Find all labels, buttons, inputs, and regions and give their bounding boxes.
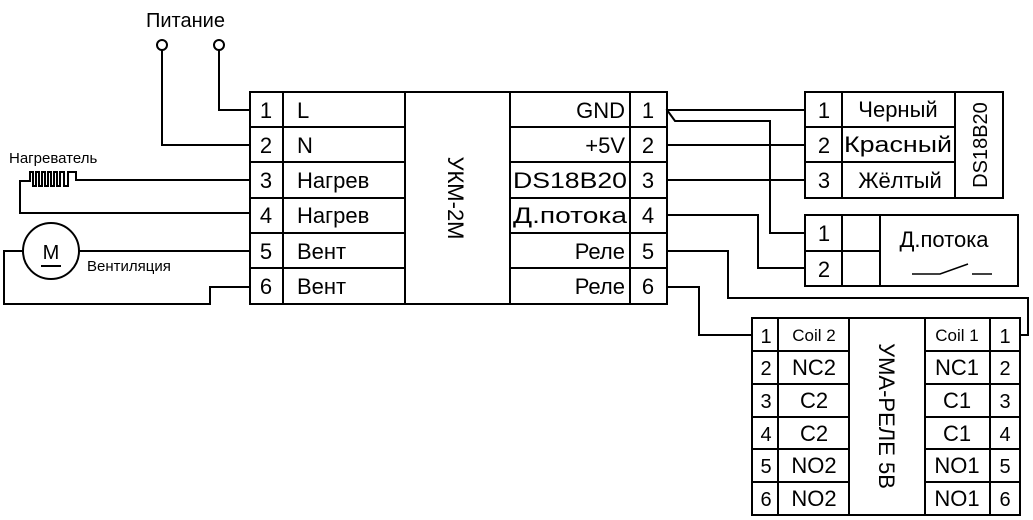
ukm-right-pin-label: Реле xyxy=(575,239,625,264)
uma-block xyxy=(751,317,1021,516)
uma-left-pin-label: NC2 xyxy=(792,355,836,380)
ds18b20-pin-label: Жёлтый xyxy=(858,168,942,193)
uma-right-pin-num: 1 xyxy=(999,326,1010,348)
ukm-left-pin-num: 2 xyxy=(260,133,272,158)
wire-gnd-flow xyxy=(665,108,806,234)
ukm-left-pin-label: N xyxy=(297,133,313,158)
ukm-left-pins: 1 L 2 N 3 Нагрев 4 Нагрев 5 Вент 6 Вент xyxy=(260,98,369,299)
uma-right-pin-num: 6 xyxy=(999,489,1010,511)
ds18b20-pin-num: 3 xyxy=(818,168,830,193)
uma-right-pin-label: NO1 xyxy=(934,486,979,511)
uma-left-pin-num: 4 xyxy=(760,424,771,446)
ukm-block xyxy=(249,91,668,305)
wire-fan-2 xyxy=(3,250,251,305)
uma-left-pin-num: 6 xyxy=(760,489,771,511)
uma-right-pin-label: C1 xyxy=(943,421,971,446)
wire-power-n xyxy=(161,49,251,146)
ukm-right-pin-num: 5 xyxy=(642,239,654,264)
ukm-right-pins: GND 1 +5V 2 DS18B20 3 Д.потока 4 Реле 5 … xyxy=(513,98,654,299)
ukm-left-pin-num: 6 xyxy=(260,274,272,299)
ukm-left-pin-label: L xyxy=(297,98,309,123)
motor-symbol: M xyxy=(43,242,60,264)
ukm-left-pin-num: 4 xyxy=(260,203,272,228)
uma-left-pin-num: 3 xyxy=(760,391,771,413)
uma-left-pin-num: 2 xyxy=(760,358,771,380)
uma-right-pin-num: 2 xyxy=(999,358,1010,380)
power-terminal-l xyxy=(213,39,225,51)
uma-right-pin-label: C1 xyxy=(943,388,971,413)
flow-sensor-pin-num: 2 xyxy=(818,257,830,282)
heater-label: Нагреватель xyxy=(9,150,97,167)
uma-left-pin-label: C2 xyxy=(800,421,828,446)
uma-left-pin-num: 5 xyxy=(760,456,771,478)
ukm-right-pin-label: Д.потока xyxy=(513,203,628,228)
uma-left-pin-num: 1 xyxy=(760,326,771,348)
uma-right-pin-num: 5 xyxy=(999,456,1010,478)
uma-left-pin-label: NO2 xyxy=(791,486,836,511)
ukm-left-pin-label: Вент xyxy=(297,274,346,299)
uma-title: УМА-РЕЛЕ 5В xyxy=(874,343,899,489)
ds18b20-pin-num: 2 xyxy=(818,133,830,158)
ds18b20-pin-label: Красный xyxy=(844,132,952,157)
uma-right-pin-label: NC1 xyxy=(935,355,979,380)
uma-right-pin-label: Coil 1 xyxy=(935,326,978,345)
uma-right-pin-num: 4 xyxy=(999,424,1010,446)
ds18b20-pin-label: Черный xyxy=(858,97,937,122)
ukm-right-pin-label: DS18B20 xyxy=(513,168,627,193)
wire-relay-coil2 xyxy=(666,286,753,336)
fan-label: Вентиляция xyxy=(87,258,171,275)
uma-right-pin-num: 3 xyxy=(999,391,1010,413)
uma-left-pin-label: NO2 xyxy=(791,453,836,478)
ukm-left-pin-label: Вент xyxy=(297,239,346,264)
wire-power-l xyxy=(218,49,251,111)
ukm-left-pin-num: 1 xyxy=(260,98,272,123)
switch-contact-icon xyxy=(912,263,992,275)
ds18b20-pin-num: 1 xyxy=(818,98,830,123)
ukm-right-pin-label: Реле xyxy=(575,274,625,299)
motor-icon: M xyxy=(22,222,80,280)
ukm-title: УКМ-2М xyxy=(443,156,468,239)
flow-sensor-pin-num: 1 xyxy=(818,221,830,246)
ukm-right-pin-num: 3 xyxy=(642,168,654,193)
uma-left-pin-label: Coil 2 xyxy=(792,326,835,345)
power-label: Питание xyxy=(146,10,225,32)
uma-left-pin-label: C2 xyxy=(800,388,828,413)
ukm-left-pin-num: 3 xyxy=(260,168,272,193)
ukm-right-pin-num: 1 xyxy=(642,98,654,123)
ds18b20-title: DS18B20 xyxy=(970,102,992,188)
ds18b20-block xyxy=(804,91,1004,199)
uma-right-pin-label: NO1 xyxy=(934,453,979,478)
wire-flow-sensor xyxy=(666,214,806,269)
heater-icon xyxy=(19,171,251,214)
power-terminal-n xyxy=(156,39,168,51)
ukm-right-pin-label: GND xyxy=(576,98,625,123)
ukm-right-pin-num: 6 xyxy=(642,274,654,299)
ukm-right-pin-label: +5V xyxy=(585,133,625,158)
ukm-left-pin-label: Нагрев xyxy=(297,168,369,193)
ukm-left-pin-label: Нагрев xyxy=(297,203,369,228)
ukm-right-pin-num: 4 xyxy=(642,203,654,228)
ukm-right-pin-num: 2 xyxy=(642,133,654,158)
flow-sensor-title: Д.потока xyxy=(899,227,989,252)
wire-relay-coil1 xyxy=(666,250,1029,336)
ukm-left-pin-num: 5 xyxy=(260,239,272,264)
